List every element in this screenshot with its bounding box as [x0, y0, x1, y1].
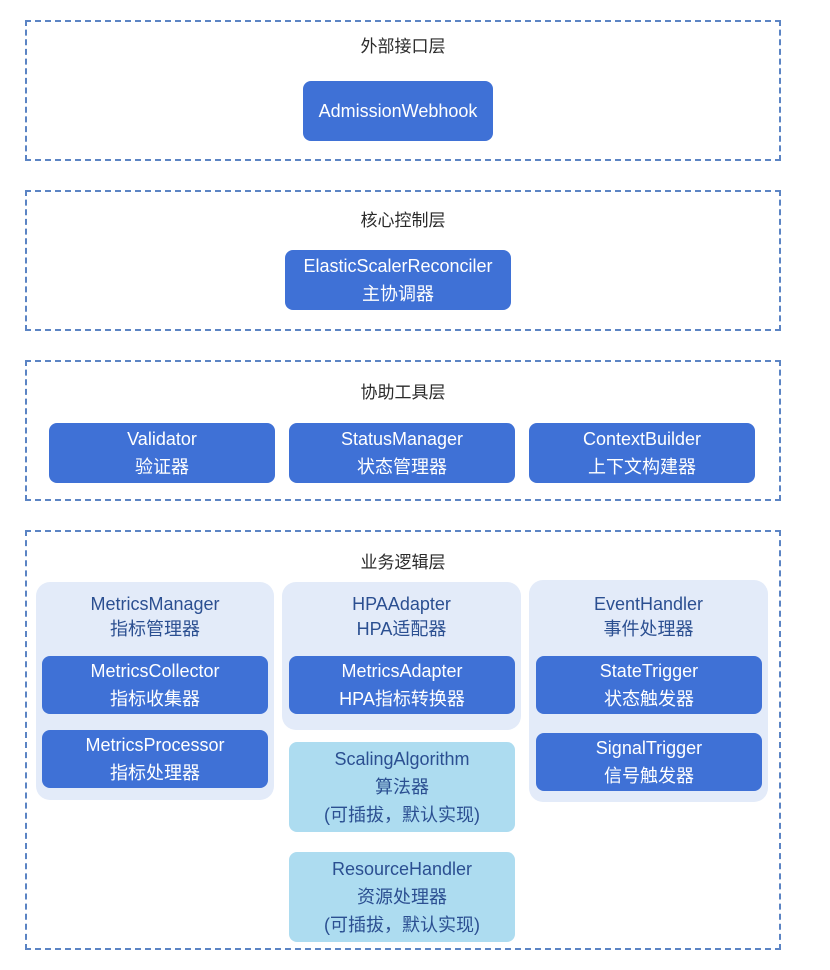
node-desc: 状态管理器	[357, 457, 447, 477]
metrics-manager-group: MetricsManager 指标管理器 MetricsCollector 指标…	[36, 582, 274, 800]
metrics-collector-node: MetricsCollector 指标收集器	[42, 656, 268, 714]
layer-external-interface: 外部接口层 AdmissionWebhook	[25, 20, 781, 161]
node-name: MetricsProcessor	[85, 735, 225, 755]
group-header: HPAAdapter HPA适配器	[282, 592, 521, 642]
group-desc: 事件处理器	[603, 619, 694, 639]
node-desc: 上下文构建器	[588, 457, 696, 477]
node-name: StateTrigger	[599, 661, 699, 681]
node-desc: 指标收集器	[110, 689, 200, 709]
node-desc: 资源处理器	[357, 887, 447, 907]
node-desc: 信号触发器	[604, 766, 694, 786]
node-desc: 指标处理器	[110, 763, 200, 783]
admission-webhook-node: AdmissionWebhook	[303, 81, 493, 141]
group-header: MetricsManager 指标管理器	[36, 592, 274, 642]
group-name: EventHandler	[593, 594, 704, 614]
node-desc: 状态触发器	[604, 689, 694, 709]
node-name: ResourceHandler	[331, 859, 473, 879]
node-name: StatusManager	[340, 429, 464, 449]
metrics-processor-node: MetricsProcessor 指标处理器	[42, 730, 268, 788]
hpa-adapter-group: HPAAdapter HPA适配器 MetricsAdapter HPA指标转换…	[282, 582, 521, 730]
resource-handler-node: ResourceHandler 资源处理器 (可插拔，默认实现)	[289, 852, 515, 942]
group-desc: 指标管理器	[110, 619, 200, 639]
layer-core-control: 核心控制层 ElasticScalerReconciler 主协调器	[25, 190, 781, 331]
validator-node: Validator 验证器	[49, 423, 275, 483]
node-name: SignalTrigger	[595, 738, 703, 758]
event-handler-group: EventHandler 事件处理器 StateTrigger 状态触发器 Si…	[529, 580, 768, 802]
reconciler-node: ElasticScalerReconciler 主协调器	[285, 250, 511, 310]
node-note: (可插拔，默认实现)	[324, 805, 480, 825]
scaling-algorithm-node: ScalingAlgorithm 算法器 (可插拔，默认实现)	[289, 742, 515, 832]
layer-title: 协助工具层	[360, 383, 446, 402]
node-desc: HPA指标转换器	[339, 689, 465, 709]
node-name: ScalingAlgorithm	[334, 749, 470, 769]
node-name: MetricsCollector	[90, 661, 220, 681]
group-name: HPAAdapter	[352, 594, 451, 614]
node-note: (可插拔，默认实现)	[324, 915, 480, 935]
layer-title: 外部接口层	[360, 37, 446, 56]
layer-helper-tools: 协助工具层 Validator 验证器 StatusManager 状态管理器 …	[25, 360, 781, 501]
layer-business-logic: 业务逻辑层 MetricsManager 指标管理器 MetricsCollec…	[25, 530, 781, 950]
group-desc: HPA适配器	[356, 619, 447, 639]
layer-title: 业务逻辑层	[360, 553, 446, 572]
node-desc: 主协调器	[362, 284, 434, 304]
node-desc: 验证器	[135, 457, 189, 477]
group-header: EventHandler 事件处理器	[529, 592, 768, 642]
node-name: AdmissionWebhook	[318, 101, 478, 121]
node-name: ContextBuilder	[582, 429, 702, 449]
state-trigger-node: StateTrigger 状态触发器	[536, 656, 762, 714]
status-manager-node: StatusManager 状态管理器	[289, 423, 515, 483]
group-name: MetricsManager	[90, 594, 220, 614]
signal-trigger-node: SignalTrigger 信号触发器	[536, 733, 762, 791]
node-desc: 算法器	[375, 777, 429, 797]
layer-title: 核心控制层	[360, 211, 446, 230]
context-builder-node: ContextBuilder 上下文构建器	[529, 423, 755, 483]
node-name: Validator	[127, 429, 197, 449]
node-name: MetricsAdapter	[341, 661, 463, 681]
metrics-adapter-node: MetricsAdapter HPA指标转换器	[289, 656, 515, 714]
node-name: ElasticScalerReconciler	[303, 256, 493, 276]
